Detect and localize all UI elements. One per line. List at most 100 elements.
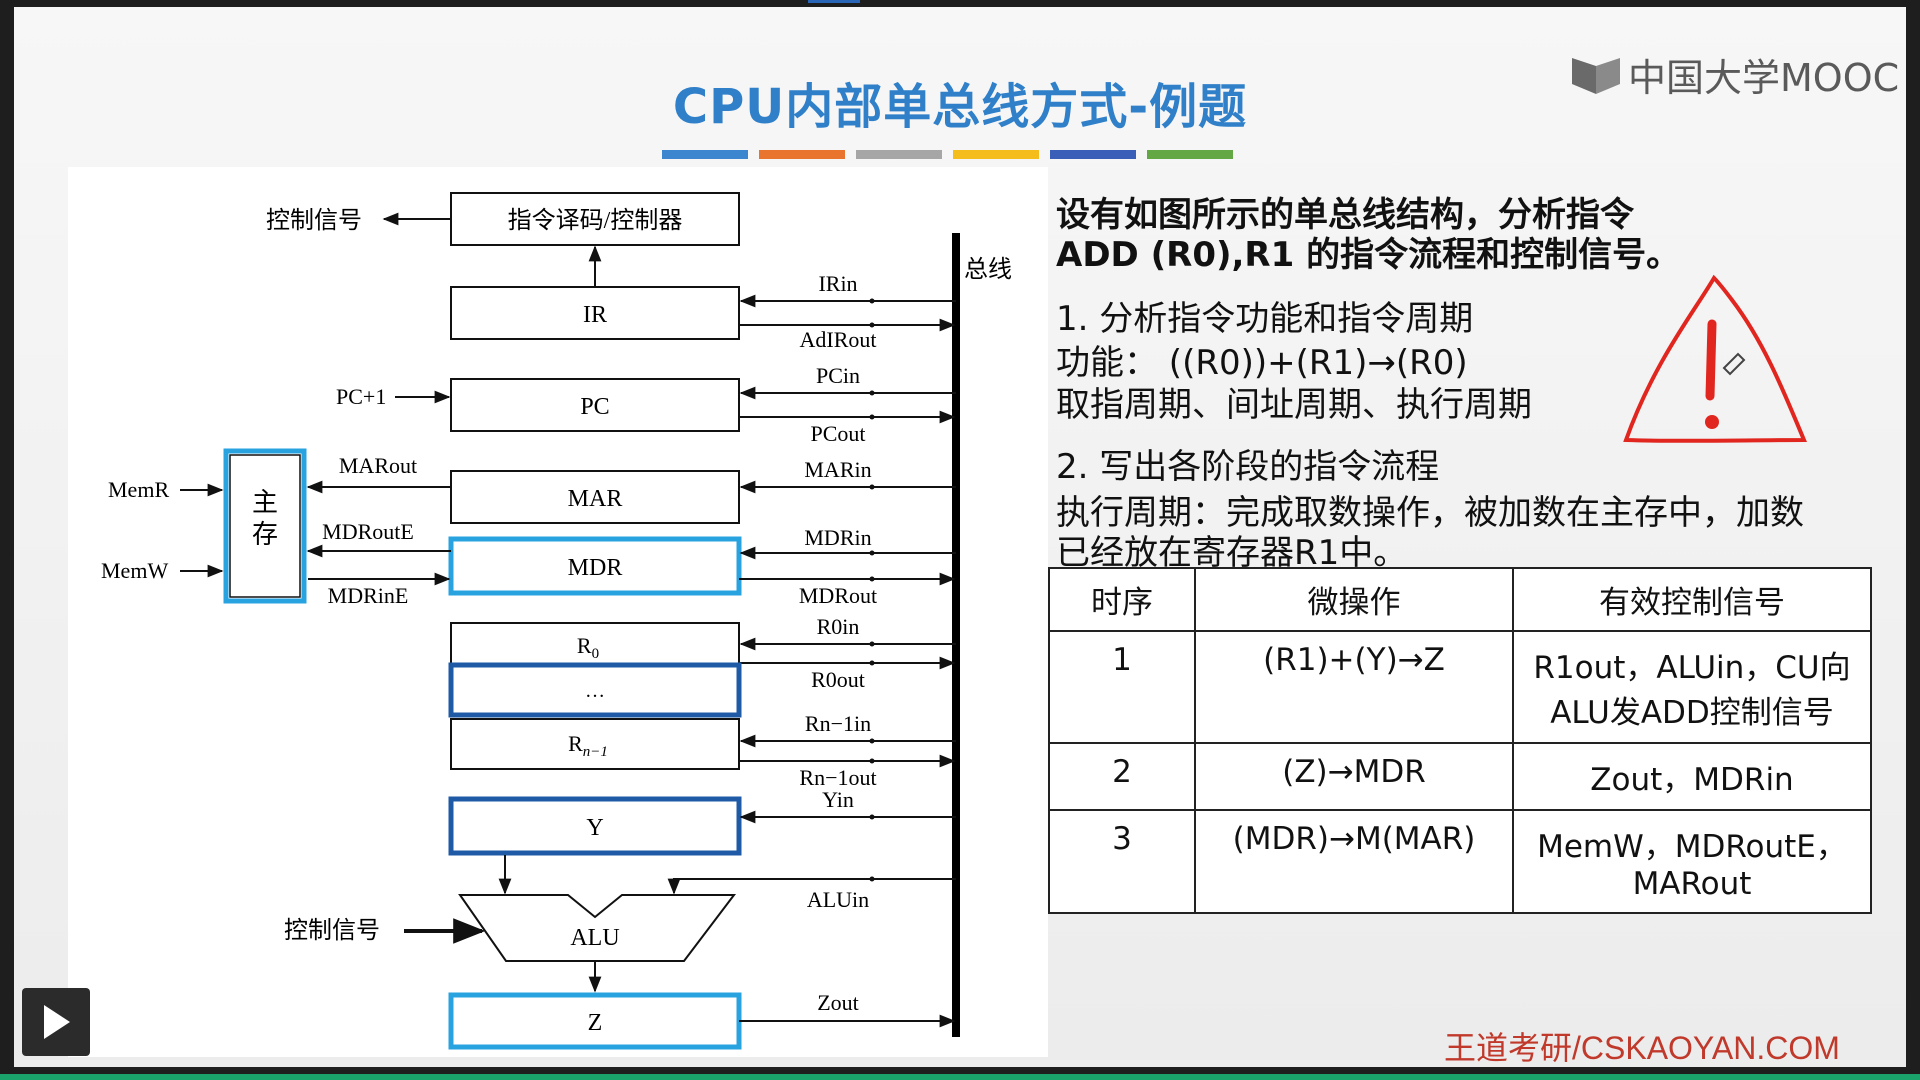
step-1: 1. 分析指令功能和指令周期 [1056,299,1474,339]
pc-box [450,378,740,432]
irin-dot [869,298,875,304]
dots-box [448,662,742,718]
cell-signal: MemW，MDRoutE， MARout [1512,809,1872,914]
main-memory-label-1: 主 [252,488,278,517]
r0out-dot [869,660,875,666]
table-row: 2 (Z)→MDR Zout，MDRin [1048,742,1872,811]
mooc-logo: 中国大学MOOC [1570,49,1900,100]
sig-marout: MARout [339,453,417,478]
cell-seq: 1 [1048,630,1196,744]
mar-label: MAR [568,486,623,512]
micro-op-table: 时序 微操作 有效控制信号 1 (R1)+(Y)→Z R1out，ALUin，C… [1048,567,1872,914]
sig-marin: MARin [804,457,871,482]
color-segment [1050,150,1136,159]
yin-dot [869,814,875,820]
exec-line-1: 执行周期：完成取数操作，被加数在主存中，加数 [1056,493,1804,533]
sig-pcout: PCout [810,421,865,446]
color-segment [662,150,748,159]
bus-label: 总线 [964,256,1012,283]
main-memory-box [223,448,307,604]
y-label: Y [586,815,603,841]
mdr-label: MDR [568,555,623,581]
ctrl-signal-top: 控制信号 [266,207,362,234]
mdrout-dot [869,576,875,582]
cell-op: (Z)→MDR [1194,742,1514,811]
rnout-dot [869,758,875,764]
adirout-dot [869,322,875,328]
rn-label: Rn−1 [568,731,608,760]
header-op: 微操作 [1194,567,1514,632]
alu-shape [458,894,737,962]
dots-label: … [585,680,605,702]
mooc-logo-text: 中国大学MOOC [1628,55,1900,100]
watermark: 王道考研/CSKAOYAN.COM [1444,1030,1840,1066]
progress-bar[interactable] [0,1074,1920,1080]
sig-zout: Zout [817,990,859,1015]
cell-seq: 3 [1048,809,1196,914]
cell-op: (MDR)→M(MAR) [1194,809,1514,914]
decoder-label: 指令译码/控制器 [508,207,683,234]
rnin-dot [869,738,875,744]
pc-plus-label: PC+1 [336,384,386,409]
bus-diagram: 总线 指令译码/控制器 控制信号 IR IRin AdIRout PC [68,167,1048,1057]
rn-box [450,718,740,770]
sig-rnout: Rn−1out [799,765,876,790]
cell-signal-line-1: Zout，MDRin [1590,762,1794,798]
sig-mdrine: MDRinE [328,583,409,608]
ir-box [450,286,740,340]
sig-yin: Yin [822,787,854,812]
memr-label: MemR [108,477,169,502]
function-line: 功能： ((R0))+(R1)→(R0) [1056,343,1468,383]
ir-label: IR [583,302,607,328]
aluin-dot [869,876,875,882]
header-seq: 时序 [1048,567,1196,632]
sig-aluin: ALUin [807,887,869,912]
cell-signal-line-2: MARout [1632,866,1752,902]
marin-dot [869,484,875,490]
pcin-dot [869,390,875,396]
sig-mdrout: MDRout [799,583,877,608]
sig-adirout: AdIRout [800,327,877,352]
color-segment [953,150,1039,159]
table-row: 3 (MDR)→M(MAR) MemW，MDRoutE， MARout [1048,809,1872,914]
play-icon [44,1005,70,1039]
slide: CPU内部单总线方式-例题 中国大学MOOC [14,7,1906,1067]
sig-irin: IRin [818,271,857,296]
sig-r0out: R0out [811,667,865,692]
bus-diagram-svg: 总线 指令译码/控制器 控制信号 IR IRin AdIRout PC [101,192,1012,1050]
cell-signal: R1out，ALUin，CU向 ALU发ADD控制信号 [1512,630,1872,744]
pc-label: PC [580,394,609,420]
exec-line-2: 已经放在寄存器R1中。 [1056,533,1408,573]
sig-mdroute: MDRoutE [322,519,414,544]
sig-mdrin: MDRin [804,525,871,550]
main-memory-label-2: 存 [252,520,278,549]
z-label: Z [588,1010,603,1036]
sig-r0in: R0in [817,614,860,639]
rn-sub: n−1 [583,744,608,760]
mdr-box [448,536,742,596]
aluin-path [667,878,956,895]
pcout-dot [869,414,875,420]
cell-seq: 2 [1048,742,1196,811]
cell-op: (R1)+(Y)→Z [1194,630,1514,744]
color-segment [1147,150,1233,159]
alu-label: ALU [570,925,619,951]
play-button[interactable] [22,988,90,1056]
r0-box [450,622,740,666]
cell-signal-line-1: MemW，MDRoutE， [1537,829,1847,865]
r0-sub: 0 [592,646,600,662]
mar-box [450,470,740,524]
y-box [448,796,742,856]
color-segment [856,150,942,159]
r0-main: R [577,633,592,658]
ctrl-signal-bottom: 控制信号 [284,917,380,944]
memw-label: MemW [101,558,168,583]
question-line-2: ADD (R0),R1 的指令流程和控制信号。 [1056,235,1681,275]
r0-label: R0 [577,633,599,662]
table-row: 1 (R1)+(Y)→Z R1out，ALUin，CU向 ALU发ADD控制信号 [1048,630,1872,744]
color-segment [759,150,845,159]
title-color-bar [662,150,1233,159]
r0in-dot [869,641,875,647]
cell-signal: Zout，MDRin [1512,742,1872,811]
